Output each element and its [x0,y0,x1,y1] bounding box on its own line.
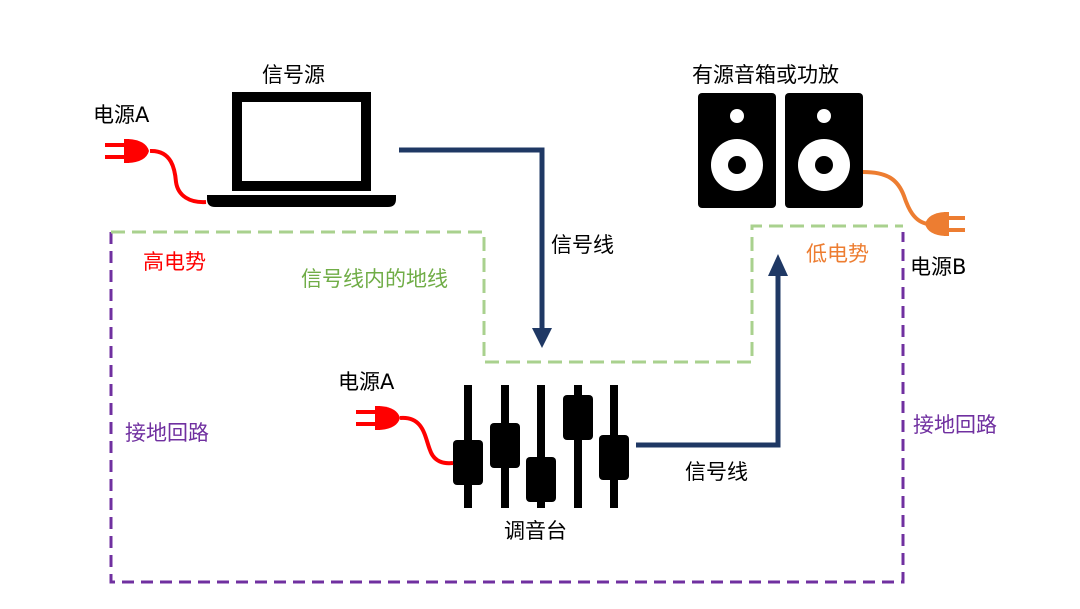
mixer-faders-icon [453,385,629,508]
low-potential-label: 低电势 [806,242,869,266]
power-plug-icon [356,406,454,466]
signal-source-label: 信号源 [262,63,325,87]
signal-line-source-to-mixer [399,147,545,330]
active-speaker-label: 有源音箱或功放 [692,63,839,87]
laptop-icon [207,92,396,207]
power-plug-icon [105,139,207,205]
signal-ground-wire-path [111,224,903,364]
ground-loop-path [109,232,905,584]
signal-line-arrowhead-down [532,328,552,348]
signal-line-arrowhead-up [768,254,788,276]
mixer-label: 调音台 [504,519,567,543]
ground-loop-label-left: 接地回路 [125,421,209,445]
signal-line-label-top: 信号线 [551,233,614,257]
power-b-label: 电源B [910,255,967,279]
high-potential-label: 高电势 [143,250,206,274]
signal-line-mixer-to-speaker [636,274,781,448]
ground-loop-label-right: 接地回路 [913,413,997,437]
power-plug-icon [862,170,965,236]
ground-in-signal-line-label: 信号线内的地线 [301,267,448,291]
power-a-label: 电源A [93,103,150,127]
power-a-mixer-label: 电源A [338,370,395,394]
signal-line-label-bottom: 信号线 [685,460,748,484]
speaker-icon [698,93,863,208]
